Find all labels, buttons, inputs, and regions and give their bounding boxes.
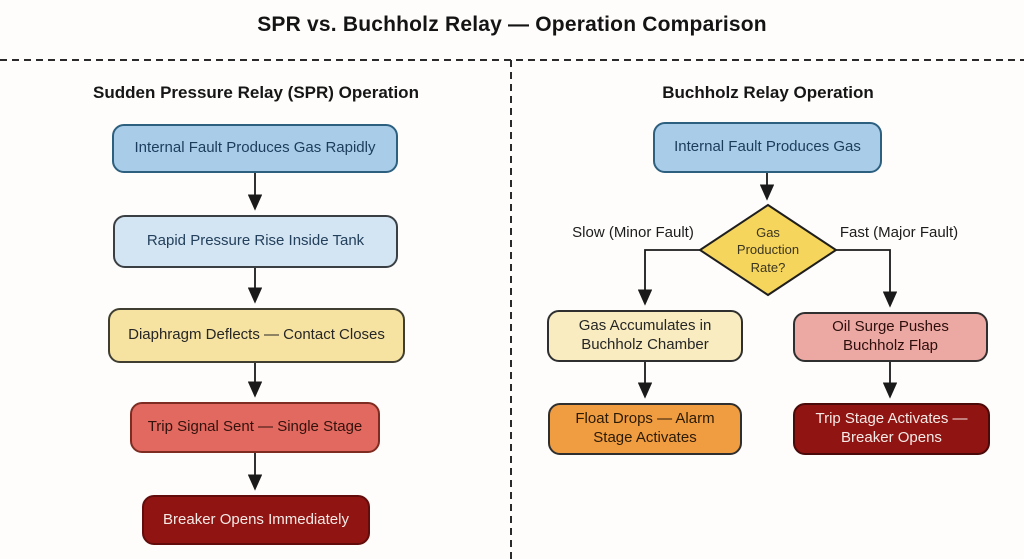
page-title: SPR vs. Buchholz Relay — Operation Compa… bbox=[257, 13, 767, 36]
decision-diamond-label: Gas Production Rate? bbox=[736, 224, 800, 275]
flow-node-spr-internal-fault: Internal Fault Produces Gas Rapidly bbox=[112, 124, 398, 173]
branch-label-fast: Fast (Major Fault) bbox=[839, 224, 959, 241]
arrow-branch-slow bbox=[637, 249, 700, 306]
flow-node-label: Internal Fault Produces Gas Rapidly bbox=[134, 139, 376, 157]
left-column-header: Sudden Pressure Relay (SPR) Operation bbox=[93, 83, 419, 102]
flow-node-label: Oil Surge Pushes Buchholz Flap bbox=[832, 318, 949, 354]
flow-node-float-drops-alarm: Float Drops — Alarm Stage Activates bbox=[548, 403, 742, 455]
flow-node-label: Internal Fault Produces Gas bbox=[674, 138, 861, 156]
branch-label-slow: Slow (Minor Fault) bbox=[572, 224, 694, 241]
flow-node-spr-trip-signal: Trip Signal Sent — Single Stage bbox=[130, 402, 380, 453]
flow-node-label: Rapid Pressure Rise Inside Tank bbox=[146, 232, 365, 250]
flow-node-label: Gas Accumulates in Buchholz Chamber bbox=[578, 317, 712, 353]
flow-node-oil-surge: Oil Surge Pushes Buchholz Flap bbox=[793, 312, 988, 362]
horizontal-divider bbox=[0, 59, 1024, 61]
flow-node-trip-stage-breaker: Trip Stage Activates — Breaker Opens bbox=[793, 403, 990, 455]
flow-node-spr-pressure-rise: Rapid Pressure Rise Inside Tank bbox=[113, 215, 398, 268]
flow-node-spr-diaphragm: Diaphragm Deflects — Contact Closes bbox=[108, 308, 405, 363]
flow-node-label: Trip Signal Sent — Single Stage bbox=[147, 418, 363, 436]
flow-node-spr-breaker-opens: Breaker Opens Immediately bbox=[142, 495, 370, 545]
flow-node-label: Float Drops — Alarm Stage Activates bbox=[575, 410, 715, 446]
flow-node-gas-accumulates: Gas Accumulates in Buchholz Chamber bbox=[547, 310, 743, 362]
right-column-header: Buchholz Relay Operation bbox=[662, 83, 874, 102]
vertical-divider bbox=[510, 60, 512, 559]
flow-node-label: Diaphragm Deflects — Contact Closes bbox=[128, 326, 385, 344]
flow-node-buchholz-internal-fault: Internal Fault Produces Gas bbox=[653, 122, 882, 173]
flow-node-label: Trip Stage Activates — Breaker Opens bbox=[815, 410, 968, 446]
flow-node-label: Breaker Opens Immediately bbox=[163, 510, 349, 528]
arrow-branch-fast bbox=[836, 249, 898, 308]
